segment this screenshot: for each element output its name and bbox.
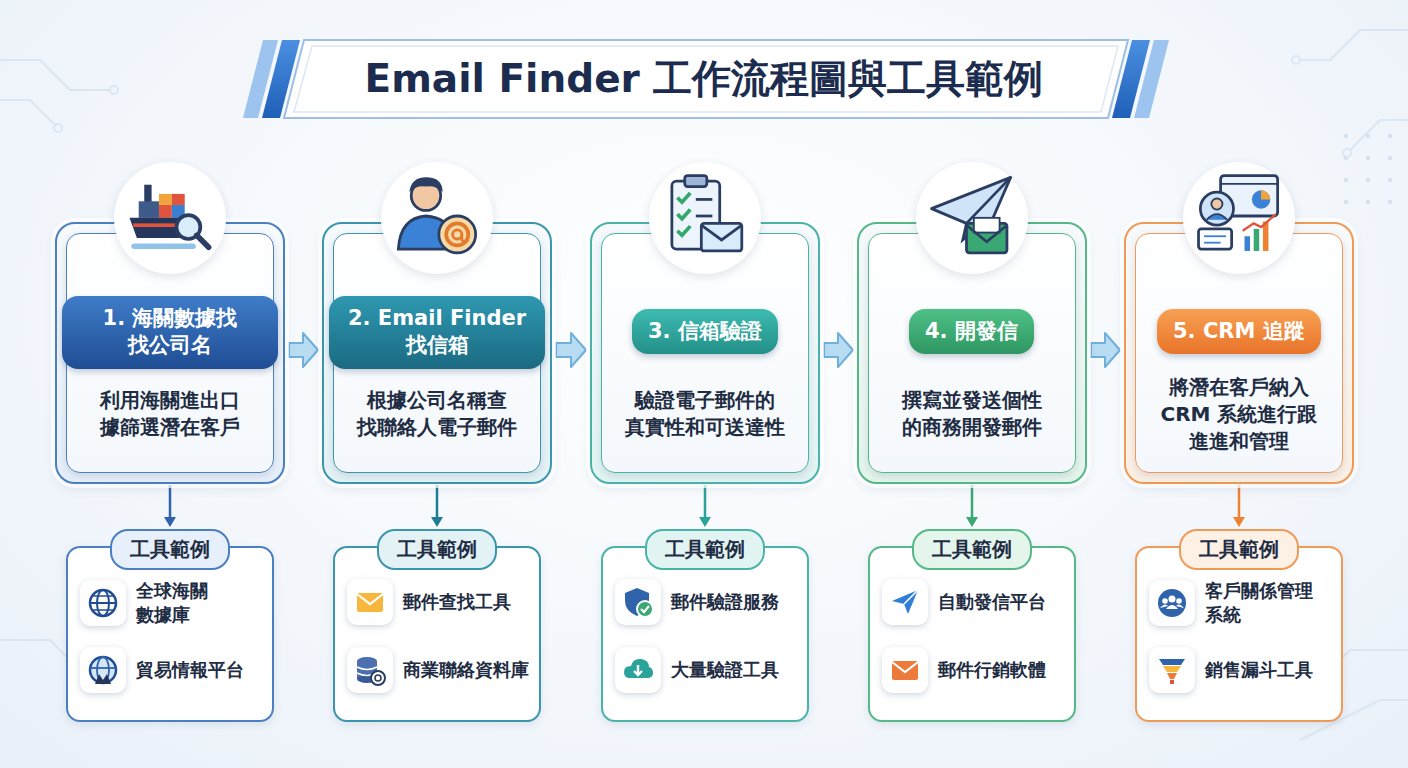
step-description: 將潛在客戶納入 CRM 系統進行跟 進進和管理 (1149, 374, 1329, 455)
step-illustration (124, 170, 216, 262)
step-header: 2. Email Finder 找信箱 (329, 296, 545, 369)
tool-box: 工具範例郵件驗證服務大量驗證工具 (601, 546, 809, 722)
step-header-text: 5. CRM 追蹤 (1173, 318, 1305, 345)
tool-heading: 工具範例 (110, 529, 230, 570)
tool-glyph (87, 587, 119, 619)
tool-icon (882, 647, 928, 693)
tool-icon (1149, 580, 1195, 626)
tool-heading: 工具範例 (377, 529, 497, 570)
tool-name: 商業聯絡資料庫 (403, 658, 529, 681)
tool-glyph (1156, 587, 1188, 619)
step-header-text: 2. Email Finder 找信箱 (345, 305, 529, 360)
tool-item: 大量驗證工具 (615, 647, 779, 693)
tool-item: 貿易情報平台 (80, 647, 244, 693)
tool-icon (1149, 647, 1195, 693)
step-icon (649, 162, 761, 274)
step-illustration (659, 170, 751, 262)
step-description: 驗證電子郵件的 真實性和可送達性 (615, 387, 795, 441)
tool-icon (80, 647, 126, 693)
step-card: 撰寫並發送個性 的商務開發郵件 4. 開發信 (857, 222, 1087, 484)
step-header-text: 4. 開發信 (925, 318, 1018, 345)
tool-name: 大量驗證工具 (671, 658, 779, 681)
step-header: 4. 開發信 (909, 309, 1034, 354)
flow-arrow (431, 485, 443, 527)
tool-item: 商業聯絡資料庫 (347, 647, 529, 693)
tool-glyph (1156, 654, 1188, 686)
tool-item: 自動發信平台 (882, 579, 1046, 625)
tool-heading: 工具範例 (645, 529, 765, 570)
tool-heading: 工具範例 (912, 529, 1032, 570)
step-illustration (1193, 170, 1285, 262)
tool-item: 郵件驗證服務 (615, 579, 779, 625)
flow-arrow (824, 333, 853, 367)
tool-name: 全球海關 數據庫 (136, 579, 208, 626)
step-description: 根據公司名稱查 找聯絡人電子郵件 (347, 387, 527, 441)
tool-icon (615, 647, 661, 693)
tool-item: 郵件行銷軟體 (882, 647, 1046, 693)
tool-name: 貿易情報平台 (136, 658, 244, 681)
tool-name: 自動發信平台 (938, 590, 1046, 613)
tool-icon (80, 580, 126, 626)
flow-arrow (1091, 333, 1120, 367)
tool-box: 工具範例自動發信平台郵件行銷軟體 (868, 546, 1076, 722)
tool-item: 銷售漏斗工具 (1149, 647, 1313, 693)
tool-name: 郵件查找工具 (403, 590, 511, 613)
tool-item: 郵件查找工具 (347, 579, 511, 625)
step-card: 利用海關進出口 據篩選潛在客戶 1. 海關數據找 找公司名 (55, 222, 285, 484)
flow-arrow (966, 485, 978, 527)
tool-name: 客戶關係管理 系統 (1205, 579, 1313, 626)
step-icon (916, 162, 1028, 274)
step-header: 5. CRM 追蹤 (1157, 309, 1321, 354)
flow-arrow (699, 485, 711, 527)
step-icon (1183, 162, 1295, 274)
tool-heading: 工具範例 (1179, 529, 1299, 570)
flow-arrow (1233, 485, 1245, 527)
step-description: 利用海關進出口 據篩選潛在客戶 (80, 387, 260, 441)
tool-glyph (889, 654, 921, 686)
flow-arrow (556, 333, 586, 367)
tool-glyph (889, 586, 921, 618)
tool-box: 工具範例客戶關係管理 系統銷售漏斗工具 (1135, 546, 1343, 722)
tool-name: 郵件行銷軟體 (938, 658, 1046, 681)
tool-name: 郵件驗證服務 (671, 590, 779, 613)
tool-glyph (354, 586, 386, 618)
step-description: 撰寫並發送個性 的商務開發郵件 (882, 387, 1062, 441)
tool-glyph (354, 654, 386, 686)
step-illustration (926, 170, 1018, 262)
tool-glyph (622, 654, 654, 686)
tool-glyph (87, 654, 119, 686)
tool-item: 全球海關 數據庫 (80, 579, 208, 626)
step-illustration (391, 170, 483, 262)
step-header-text: 1. 海關數據找 找公司名 (78, 305, 262, 360)
tool-icon (347, 579, 393, 625)
tool-icon (882, 579, 928, 625)
step-card: 驗證電子郵件的 真實性和可送達性 3. 信箱驗證 (590, 222, 820, 484)
step-header: 1. 海關數據找 找公司名 (62, 296, 278, 369)
step-card: 根據公司名稱查 找聯絡人電子郵件 2. Email Finder 找信箱 (322, 222, 552, 484)
flow-arrow (164, 485, 176, 527)
diagram-title: Email Finder 工作流程圖與工具範例 (0, 52, 1408, 106)
tool-item: 客戶關係管理 系統 (1149, 579, 1313, 626)
step-icon (114, 162, 226, 274)
step-header-text: 3. 信箱驗證 (648, 318, 762, 345)
tool-name: 銷售漏斗工具 (1205, 658, 1313, 681)
tool-icon (347, 647, 393, 693)
tool-glyph (622, 586, 654, 618)
step-header: 3. 信箱驗證 (632, 309, 778, 354)
tool-box: 工具範例全球海關 數據庫貿易情報平台 (66, 546, 274, 722)
tool-box: 工具範例郵件查找工具商業聯絡資料庫 (333, 546, 541, 722)
step-icon (381, 162, 493, 274)
tool-icon (615, 579, 661, 625)
step-card: 將潛在客戶納入 CRM 系統進行跟 進進和管理 5. CRM 追蹤 (1124, 222, 1354, 484)
flow-arrow (289, 333, 318, 367)
